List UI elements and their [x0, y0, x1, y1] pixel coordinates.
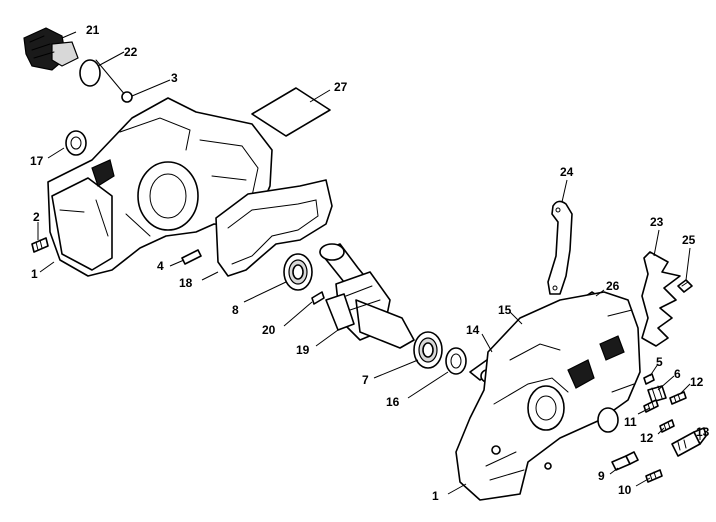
ball-bearing-right: [413, 331, 443, 369]
crankshaft: [319, 243, 415, 349]
callout-12-lower: 12: [640, 431, 654, 445]
callout-16: 16: [386, 395, 400, 409]
callout-1-left: 1: [31, 267, 38, 281]
callout-22: 22: [124, 45, 138, 59]
screw-bumper: [677, 279, 693, 293]
callout-labels: 21 22 3 27 17 2 1 4 18 8 20 19 7 16 14 1…: [30, 23, 710, 503]
callout-23: 23: [650, 215, 664, 229]
callout-4: 4: [157, 259, 164, 273]
callout-17: 17: [30, 154, 44, 168]
callout-25: 25: [682, 233, 696, 247]
gasket: [215, 179, 333, 277]
small-pin-5: [643, 373, 655, 385]
callout-21: 21: [86, 23, 100, 37]
crankcase-left-half: [47, 97, 273, 277]
callout-2: 2: [33, 210, 40, 224]
callout-14: 14: [466, 323, 480, 337]
callout-24: 24: [560, 165, 574, 179]
callout-13: 13: [696, 425, 710, 439]
callout-6: 6: [674, 367, 681, 381]
leader-lines: [37, 31, 701, 495]
callout-10: 10: [618, 483, 632, 497]
callout-7: 7: [362, 373, 369, 387]
oil-seal-right: [445, 347, 467, 375]
callout-11: 11: [624, 415, 637, 429]
o-ring: [79, 59, 101, 87]
callout-12-upper: 12: [690, 375, 704, 389]
callout-18: 18: [179, 276, 193, 290]
hex-screw-9: [611, 451, 639, 471]
callout-26: 26: [606, 279, 620, 293]
woodruff-key: [311, 291, 325, 305]
callout-27: 27: [334, 80, 348, 94]
callout-3: 3: [171, 71, 178, 85]
dowel-pin: [181, 249, 202, 265]
ball-bearing-left: [283, 253, 313, 291]
oil-fitting: [95, 59, 133, 103]
oil-pump: [23, 27, 79, 71]
stud-bolt: [31, 237, 49, 253]
callout-20: 20: [262, 323, 276, 337]
callout-15: 15: [498, 303, 512, 317]
set-screw-12a: [669, 391, 687, 405]
callout-1-right: 1: [432, 489, 439, 503]
label-plate: [251, 87, 331, 137]
callout-8: 8: [232, 303, 239, 317]
callout-9: 9: [598, 469, 605, 483]
callout-5: 5: [656, 355, 663, 369]
oil-seal-left: [65, 130, 87, 156]
strap-plate: [547, 200, 573, 295]
set-screw-10: [645, 469, 663, 483]
callout-19: 19: [296, 343, 310, 357]
crankcase-right-half: [455, 291, 641, 501]
spiked-bumper: [641, 251, 681, 347]
spring-6: [647, 385, 667, 403]
